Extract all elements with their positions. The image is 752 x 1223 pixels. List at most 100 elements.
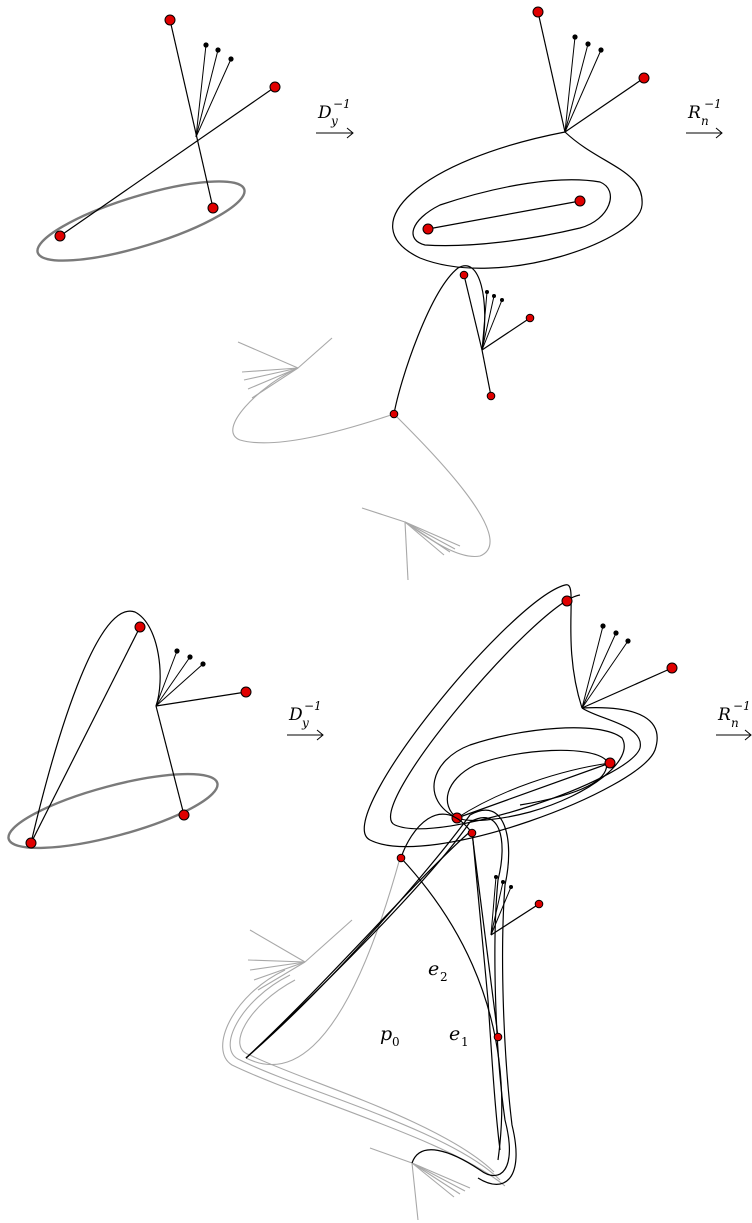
strand xyxy=(581,632,617,709)
strand-tip xyxy=(485,290,489,294)
strand-tip xyxy=(492,294,496,298)
base-ellipse xyxy=(36,180,246,262)
label-p0: p 0 xyxy=(380,1023,400,1049)
arrow-dy-top: D y −1 xyxy=(316,97,354,139)
outer-loop xyxy=(363,584,658,848)
strand xyxy=(195,44,207,138)
puncture xyxy=(164,14,176,26)
strand xyxy=(427,200,581,230)
strand xyxy=(490,886,512,936)
strand xyxy=(456,762,611,819)
strand xyxy=(155,663,204,707)
panel-top-result xyxy=(232,265,535,581)
puncture xyxy=(207,202,219,214)
base-ellipse xyxy=(7,772,219,850)
arrow-symbol: R xyxy=(717,705,731,725)
arrow-head xyxy=(346,127,354,139)
label-e1: e 1 xyxy=(449,1023,469,1049)
strand xyxy=(490,876,497,936)
inner-loop xyxy=(245,828,501,1151)
puncture xyxy=(25,837,37,849)
puncture xyxy=(561,595,573,607)
puncture xyxy=(467,828,477,838)
loop-strand xyxy=(393,265,486,415)
strand-tip xyxy=(228,56,234,62)
outer-loop xyxy=(392,131,643,269)
arrow-symbol: D xyxy=(288,705,303,725)
puncture xyxy=(493,1032,503,1042)
strand-tip xyxy=(203,42,209,48)
strand-tip xyxy=(501,880,505,884)
puncture xyxy=(269,81,281,93)
label-p0-sub: 0 xyxy=(392,1035,400,1049)
strand xyxy=(195,58,232,138)
arrow-superscript: −1 xyxy=(733,699,751,713)
puncture xyxy=(240,686,252,698)
strand xyxy=(481,317,531,351)
strand xyxy=(581,640,629,709)
strand xyxy=(155,656,191,707)
arrow-symbol: D xyxy=(317,103,332,123)
strand xyxy=(155,650,178,707)
puncture xyxy=(422,223,434,235)
puncture xyxy=(574,195,586,207)
strand xyxy=(581,625,604,709)
puncture xyxy=(525,313,535,323)
strand xyxy=(195,49,219,138)
arrow-head xyxy=(744,729,752,741)
ghost-copy-bottom xyxy=(361,413,491,581)
strand xyxy=(564,49,602,133)
panel-bottom-left xyxy=(7,610,252,850)
puncture-p0 xyxy=(396,853,406,863)
strand xyxy=(490,903,540,936)
ghost-copy-left xyxy=(232,337,395,444)
strand xyxy=(481,291,488,351)
strand xyxy=(564,43,589,133)
inner-loop xyxy=(433,727,625,822)
puncture xyxy=(604,757,616,769)
puncture xyxy=(638,72,650,84)
strand-tip xyxy=(625,638,631,644)
strand xyxy=(481,295,495,351)
panel-bottom-result: e 2 p 0 e 1 xyxy=(222,809,544,1221)
strand xyxy=(155,705,185,816)
puncture xyxy=(178,809,190,821)
arrow-dy-bottom: D y −1 xyxy=(287,699,324,741)
puncture xyxy=(54,230,66,242)
inner-loop-2 xyxy=(446,749,608,819)
strand-tip xyxy=(200,661,206,667)
arrow-symbol: R xyxy=(687,103,701,123)
label-e1-sub: 1 xyxy=(461,1035,469,1049)
arrow-head xyxy=(316,729,324,741)
strand xyxy=(169,19,214,209)
panel-top-left xyxy=(36,14,281,262)
label-e2-base: e xyxy=(428,958,439,980)
puncture xyxy=(666,662,678,674)
puncture xyxy=(534,899,544,909)
strand-tip xyxy=(613,630,619,636)
strand xyxy=(155,691,247,707)
strand-tip xyxy=(598,47,604,53)
strand xyxy=(537,11,566,133)
puncture xyxy=(459,270,469,280)
strand-tip xyxy=(215,47,221,53)
strand-tip xyxy=(572,34,578,40)
arrow-superscript: −1 xyxy=(304,699,322,713)
label-e2: e 2 xyxy=(428,958,448,984)
strand xyxy=(490,881,504,936)
label-e1-base: e xyxy=(449,1023,460,1045)
strand xyxy=(564,36,576,133)
panel-top-right xyxy=(392,6,650,269)
strand-tip xyxy=(174,648,180,654)
edge-e2 xyxy=(400,813,473,859)
panel-bottom-right xyxy=(363,584,678,848)
label-e2-sub: 2 xyxy=(440,970,448,984)
strand xyxy=(481,299,503,351)
arrow-subscript: y xyxy=(330,114,338,128)
puncture xyxy=(486,391,496,401)
ghost-copy-bottom xyxy=(369,1147,471,1221)
arrow-head xyxy=(715,127,723,139)
edge-e1 xyxy=(400,857,503,1161)
strand xyxy=(481,349,492,397)
